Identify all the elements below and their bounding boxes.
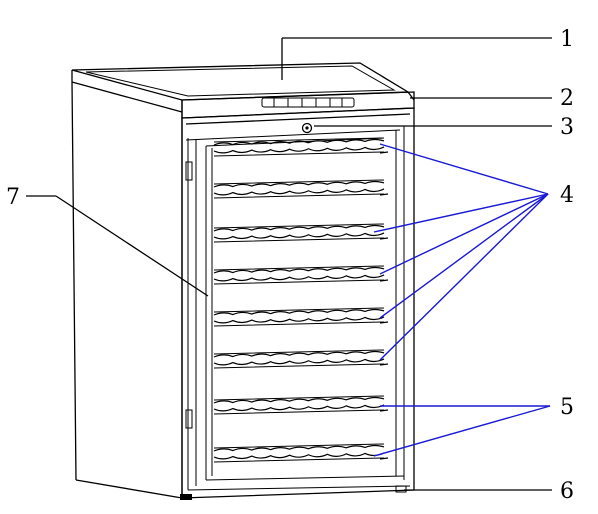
callout-5: 5 xyxy=(560,395,574,420)
leader-4-c xyxy=(380,194,548,274)
control-panel xyxy=(182,92,414,118)
callout-1: 1 xyxy=(560,27,574,52)
cabinet-top xyxy=(72,63,414,112)
wine-shelves xyxy=(214,138,388,462)
shelf xyxy=(214,308,388,326)
door-lock xyxy=(303,124,312,133)
door-frame xyxy=(182,108,414,498)
leader-4-a xyxy=(380,144,548,194)
shelf xyxy=(214,224,388,242)
door-hinges xyxy=(186,162,192,428)
shelf xyxy=(214,350,388,368)
leader-lines xyxy=(26,38,552,490)
shelf xyxy=(214,396,388,414)
leader-4-e xyxy=(380,194,548,360)
leader-7 xyxy=(56,196,208,296)
callout-3: 3 xyxy=(560,115,574,140)
cabinet-side xyxy=(72,82,182,498)
leader-5-b xyxy=(374,406,550,456)
callout-4: 4 xyxy=(560,183,574,208)
callout-7: 7 xyxy=(6,185,20,210)
shelf xyxy=(214,266,388,284)
shelf xyxy=(214,138,388,156)
shelf xyxy=(214,180,388,198)
shelf xyxy=(214,444,388,462)
callout-2: 2 xyxy=(560,86,574,111)
callout-6: 6 xyxy=(560,479,574,504)
